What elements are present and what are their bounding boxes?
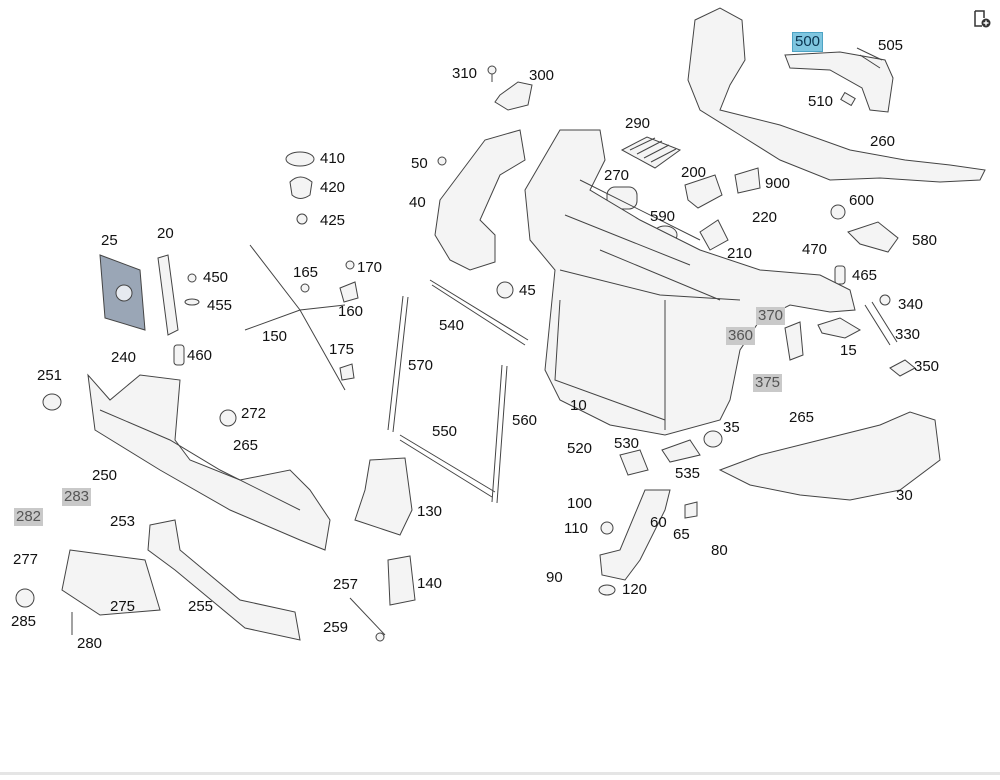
part-label-450[interactable]: 450 (203, 269, 229, 286)
part-label-600[interactable]: 600 (849, 192, 875, 209)
part-label-272[interactable]: 272 (241, 405, 267, 422)
part-label-90[interactable]: 90 (546, 569, 563, 586)
part-label-275[interactable]: 275 (110, 598, 136, 615)
part-label-530[interactable]: 530 (614, 435, 640, 452)
part-label-460[interactable]: 460 (187, 347, 213, 364)
part-label-40[interactable]: 40 (409, 194, 426, 211)
part-label-500[interactable]: 500 (792, 32, 824, 52)
part-label-277[interactable]: 277 (13, 551, 39, 568)
part-label-65[interactable]: 65 (673, 526, 690, 543)
part-label-535[interactable]: 535 (675, 465, 701, 482)
part-label-455[interactable]: 455 (207, 297, 233, 314)
part-label-590[interactable]: 590 (650, 208, 676, 225)
part-label-370[interactable]: 370 (756, 307, 786, 325)
add-to-list-icon[interactable] (972, 9, 992, 29)
part-label-30[interactable]: 30 (896, 487, 913, 504)
part-label-260[interactable]: 260 (870, 133, 896, 150)
part-label-253[interactable]: 253 (110, 513, 136, 530)
part-label-330[interactable]: 330 (895, 326, 921, 343)
part-label-580[interactable]: 580 (912, 232, 938, 249)
part-30-drawing (718, 411, 941, 501)
part-10-drawing (524, 129, 856, 436)
part-label-265-right[interactable]: 265 (789, 409, 815, 426)
part-label-120[interactable]: 120 (622, 581, 648, 598)
part-label-465[interactable]: 465 (852, 267, 878, 284)
part-label-251[interactable]: 251 (37, 367, 63, 384)
part-label-265-left[interactable]: 265 (233, 437, 259, 454)
part-label-900[interactable]: 900 (765, 175, 791, 192)
part-label-20[interactable]: 20 (157, 225, 174, 242)
part-label-470[interactable]: 470 (802, 241, 828, 258)
part-40-drawing (434, 129, 526, 271)
part-label-340[interactable]: 340 (898, 296, 924, 313)
part-500-drawing (784, 51, 894, 113)
part-label-25[interactable]: 25 (101, 232, 118, 249)
part-label-270[interactable]: 270 (604, 167, 630, 184)
part-label-35[interactable]: 35 (723, 419, 740, 436)
part-label-200[interactable]: 200 (681, 164, 707, 181)
part-label-520[interactable]: 520 (567, 440, 593, 457)
part-label-240[interactable]: 240 (111, 349, 137, 366)
part-label-510[interactable]: 510 (808, 93, 834, 110)
part-label-410[interactable]: 410 (320, 150, 346, 167)
part-label-100[interactable]: 100 (567, 495, 593, 512)
part-label-255[interactable]: 255 (188, 598, 214, 615)
part-label-15[interactable]: 15 (840, 342, 857, 359)
part-label-310[interactable]: 310 (452, 65, 478, 82)
part-label-220[interactable]: 220 (752, 209, 778, 226)
part-label-160[interactable]: 160 (338, 303, 364, 320)
part-290-drawing (620, 136, 682, 169)
part-label-259[interactable]: 259 (323, 619, 349, 636)
part-label-60[interactable]: 60 (650, 514, 667, 531)
part-label-285[interactable]: 285 (11, 613, 37, 630)
part-label-550[interactable]: 550 (432, 423, 458, 440)
part-label-80[interactable]: 80 (711, 542, 728, 559)
part-label-425[interactable]: 425 (320, 212, 346, 229)
part-label-110[interactable]: 110 (564, 520, 588, 537)
part-label-505[interactable]: 505 (878, 37, 904, 54)
part-label-130[interactable]: 130 (417, 503, 443, 520)
part-260-drawing (687, 7, 986, 183)
part-label-420[interactable]: 420 (320, 179, 346, 196)
part-label-560[interactable]: 560 (512, 412, 538, 429)
part-label-283[interactable]: 283 (62, 488, 92, 506)
part-label-50[interactable]: 50 (411, 155, 428, 172)
part-label-300[interactable]: 300 (529, 67, 555, 84)
part-250-drawing (87, 373, 331, 551)
part-label-210[interactable]: 210 (727, 245, 753, 262)
bottom-divider (0, 772, 1000, 775)
part-label-45[interactable]: 45 (519, 282, 536, 299)
part-label-540[interactable]: 540 (439, 317, 465, 334)
part-300-drawing (494, 81, 533, 111)
part-label-257[interactable]: 257 (333, 576, 359, 593)
part-200-drawing (684, 174, 723, 209)
part-label-10[interactable]: 10 (570, 397, 587, 414)
part-label-360[interactable]: 360 (726, 327, 756, 345)
part-label-165[interactable]: 165 (293, 264, 319, 281)
part-label-350[interactable]: 350 (914, 358, 940, 375)
part-label-150[interactable]: 150 (262, 328, 288, 345)
part-label-175[interactable]: 175 (329, 341, 355, 358)
part-label-170[interactable]: 170 (357, 259, 383, 276)
part-label-375[interactable]: 375 (753, 374, 783, 392)
part-label-290[interactable]: 290 (625, 115, 651, 132)
part-label-140[interactable]: 140 (417, 575, 443, 592)
part-label-280[interactable]: 280 (77, 635, 103, 652)
part-label-250[interactable]: 250 (92, 467, 118, 484)
part-label-570[interactable]: 570 (408, 357, 434, 374)
part-label-282[interactable]: 282 (14, 508, 44, 526)
